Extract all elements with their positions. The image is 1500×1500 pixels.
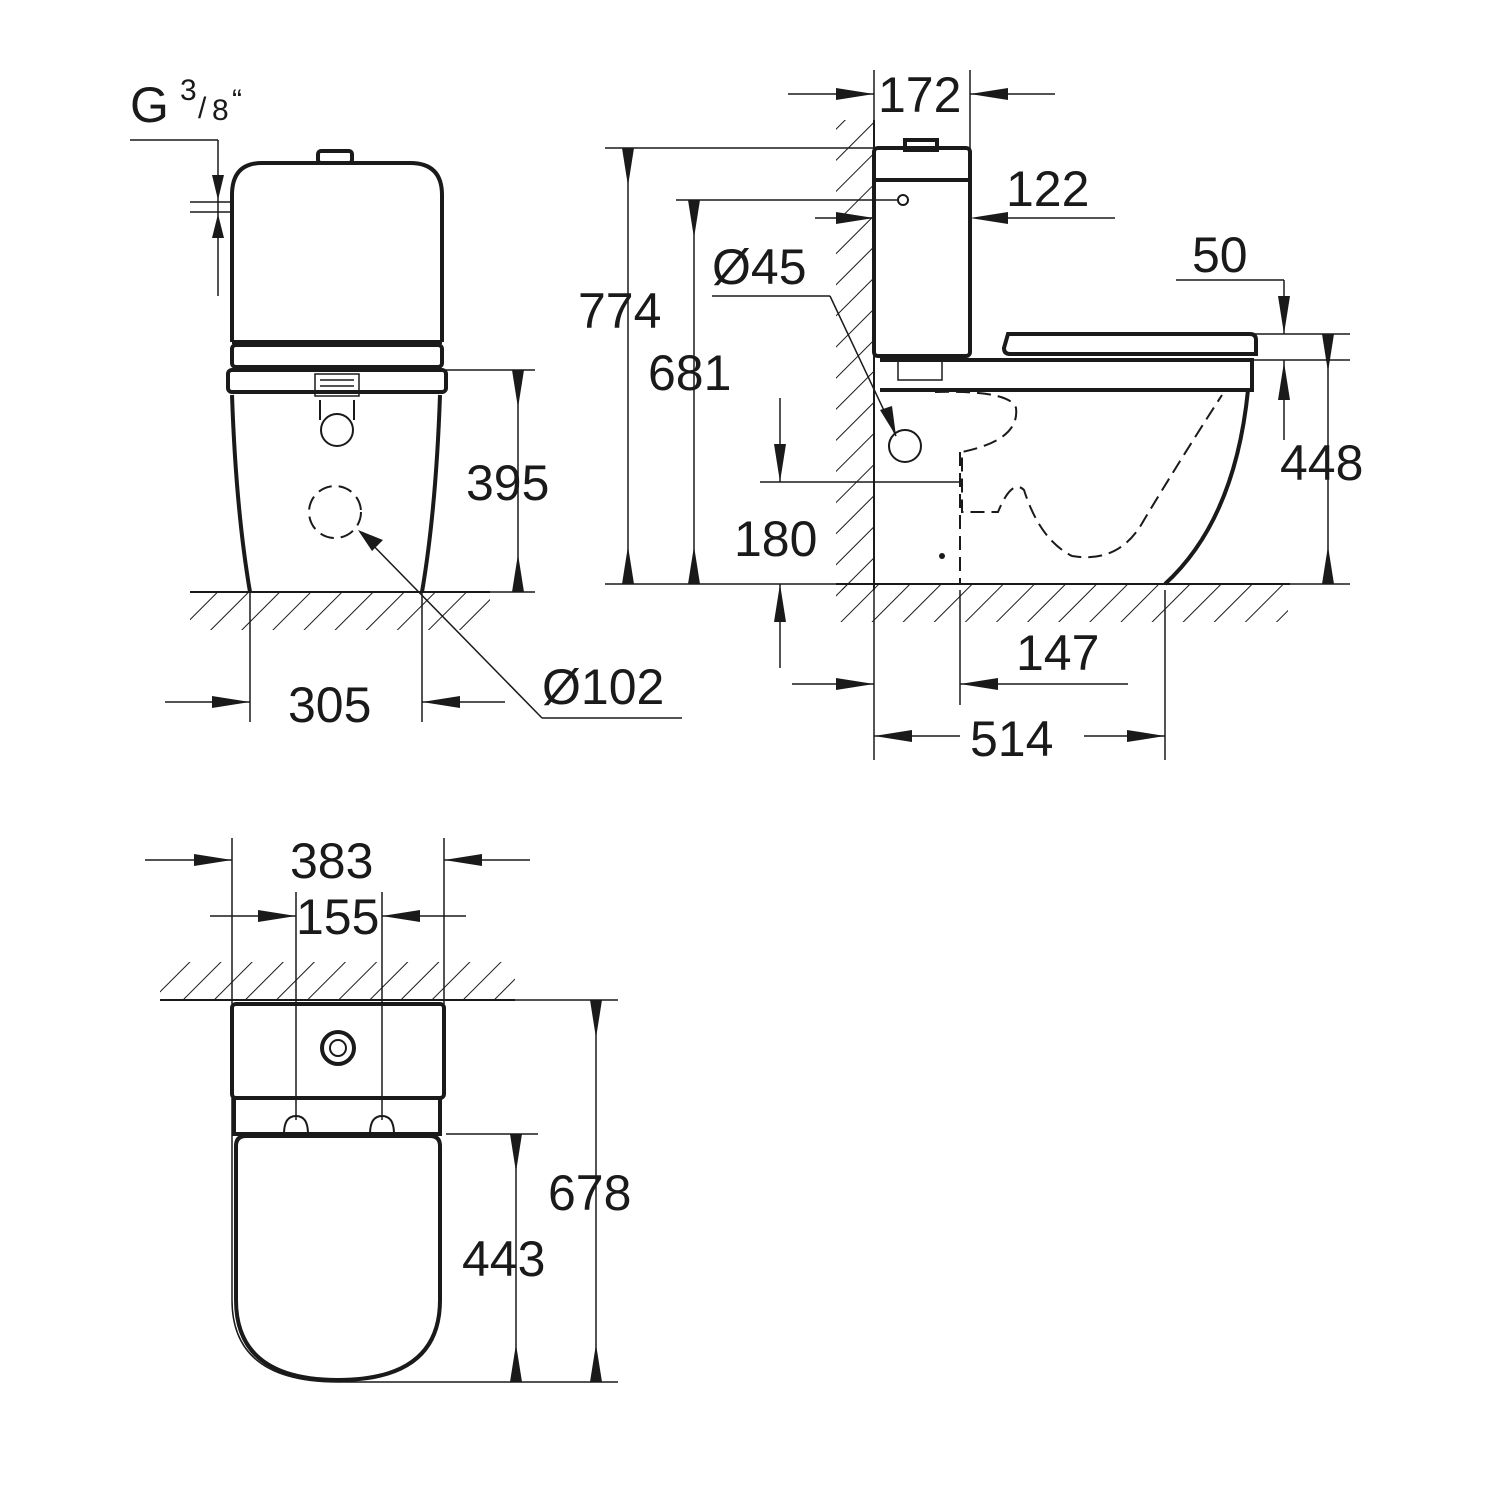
label-305: 305 [288, 677, 371, 733]
top-seat [234, 1134, 442, 1383]
front-valve-top [314, 373, 360, 397]
top-wall-hatch [160, 962, 515, 1000]
label-383: 383 [290, 833, 373, 889]
label-45: Ø45 [712, 239, 807, 295]
front-seat-band [230, 343, 444, 369]
side-view: 172 122 Ø45 50 448 774 [578, 67, 1363, 767]
label-681: 681 [648, 345, 731, 401]
side-trap [934, 390, 1223, 559]
side-outlet [888, 429, 922, 463]
top-cistern-button [320, 1030, 356, 1066]
front-cistern-button [316, 149, 354, 165]
front-bowl [230, 394, 442, 593]
top-view: 383 155 678 443 [145, 833, 631, 1383]
label-50: 50 [1192, 227, 1248, 283]
label-678: 678 [548, 1165, 631, 1221]
front-floor-hatch [190, 592, 490, 630]
label-122: 122 [1006, 161, 1089, 217]
side-valve [897, 357, 943, 381]
top-cistern [230, 1002, 446, 1100]
side-wall-hatch [836, 120, 874, 590]
label-514: 514 [970, 711, 1053, 767]
label-connection-quote: “ [232, 84, 242, 117]
label-147: 147 [1016, 625, 1099, 681]
label-connection-sub: 8 [212, 94, 229, 127]
label-448: 448 [1280, 435, 1363, 491]
label-180: 180 [734, 511, 817, 567]
front-waste-outlet [308, 485, 362, 539]
side-bowl [1163, 389, 1250, 586]
side-inlet [897, 194, 909, 206]
side-floor-hatch [836, 584, 1288, 622]
front-valve-outlet [320, 413, 354, 447]
label-102: Ø102 [542, 659, 664, 715]
side-seat [1001, 332, 1258, 356]
front-view: G 3 / 8 “ 395 305 Ø102 [130, 74, 682, 733]
label-172: 172 [878, 67, 961, 123]
label-443: 443 [462, 1231, 545, 1287]
side-cistern-button [903, 138, 939, 152]
label-connection-sup: 3 [180, 74, 197, 107]
front-cistern [230, 161, 444, 342]
front-valve-body [319, 400, 355, 420]
label-155: 155 [296, 889, 379, 945]
side-bowl-rim [880, 358, 1254, 392]
top-bowl-back [232, 1096, 442, 1136]
label-connection-slash: / [198, 92, 207, 125]
label-774: 774 [578, 283, 661, 339]
label-connection-g: G [130, 77, 169, 133]
label-395: 395 [466, 455, 549, 511]
